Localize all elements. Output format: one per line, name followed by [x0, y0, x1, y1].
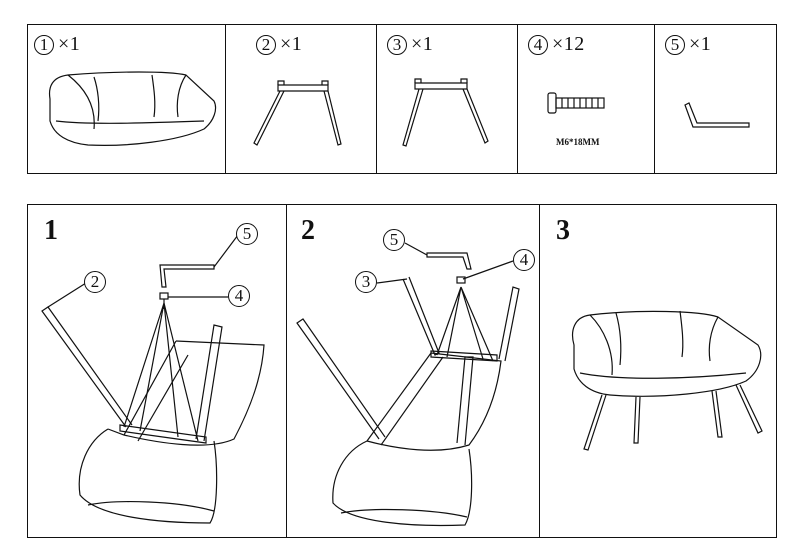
- part-1-cell: 1 ×1: [28, 25, 226, 173]
- step-1-cell: 1: [28, 205, 287, 537]
- sofa-seat-icon: [48, 71, 217, 146]
- part-2-label: 2 ×1: [256, 33, 302, 56]
- step-2-callout-3: 3: [355, 271, 377, 293]
- step-1-callout-5: 5: [236, 223, 258, 245]
- step-2-diagram: [296, 242, 520, 527]
- step-2-callout-4: 4: [513, 249, 535, 271]
- part-3-label: 3 ×1: [387, 33, 433, 56]
- bolt-icon: [547, 92, 605, 114]
- part-number-badge: 3: [387, 34, 407, 55]
- step-number: 3: [556, 215, 570, 246]
- part-quantity: ×1: [58, 33, 81, 55]
- part-quantity: ×12: [552, 33, 585, 55]
- step-number: 1: [44, 215, 58, 246]
- step-1-diagram: [41, 234, 265, 524]
- hex-key-icon: [684, 102, 750, 128]
- step-1-callout-4: 4: [228, 285, 250, 307]
- step-2-callout-5: 5: [383, 229, 405, 251]
- part-number-badge: 1: [34, 34, 54, 55]
- assembly-steps-panel: 1: [27, 204, 777, 538]
- step-1-callout-2: 2: [84, 271, 106, 293]
- leg-frame-icon: [402, 78, 489, 147]
- part-1-label: 1 ×1: [34, 33, 80, 56]
- part-5-label: 5 ×1: [665, 33, 711, 56]
- step-number: 2: [301, 215, 315, 246]
- part-quantity: ×1: [411, 33, 434, 55]
- bolt-spec-label: M6*18MM: [556, 137, 600, 147]
- part-5-cell: 5 ×1: [655, 25, 778, 173]
- parts-list-panel: 1 ×1 2 ×1: [27, 24, 777, 174]
- part-number-badge: 4: [528, 34, 548, 55]
- assembled-sofa-diagram: [571, 310, 763, 451]
- part-quantity: ×1: [689, 33, 712, 55]
- part-number-badge: 5: [665, 34, 685, 55]
- part-4-cell: 4 ×12 M6*18MM: [518, 25, 655, 173]
- part-4-label: 4 ×12: [528, 33, 585, 56]
- part-number-badge: 2: [256, 34, 276, 55]
- part-3-cell: 3 ×1: [377, 25, 518, 173]
- part-2-cell: 2 ×1: [226, 25, 377, 173]
- step-3-cell: 3: [540, 205, 778, 537]
- step-2-cell: 2: [287, 205, 540, 537]
- leg-frame-icon: [253, 80, 342, 146]
- part-quantity: ×1: [280, 33, 303, 55]
